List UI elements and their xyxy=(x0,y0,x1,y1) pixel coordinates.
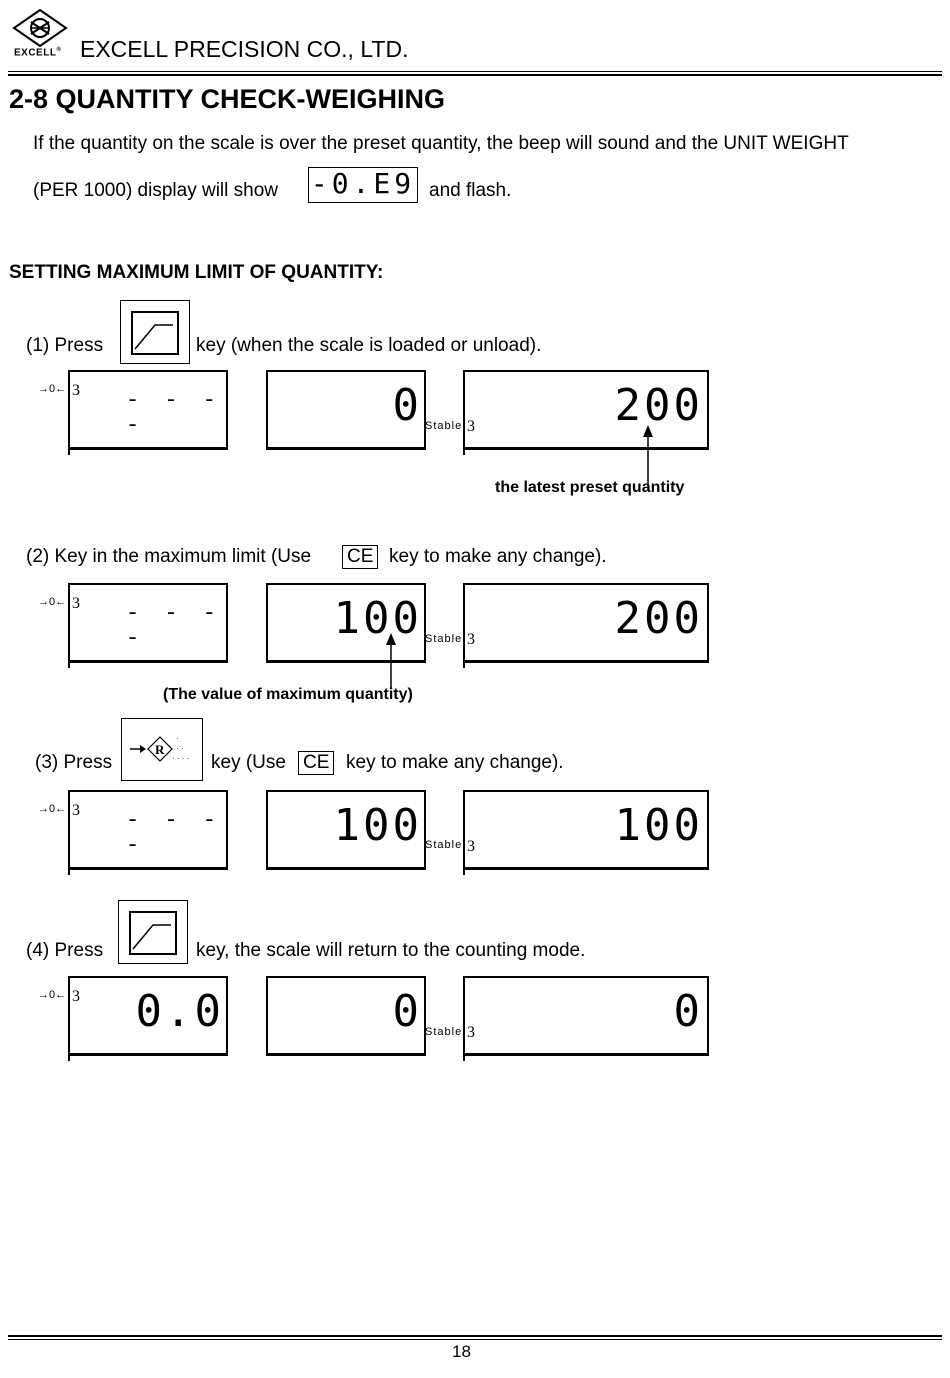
stable-indicator: Stable xyxy=(425,1026,463,1038)
indicator-three: 3 xyxy=(72,382,80,399)
stable-indicator: Stable xyxy=(425,420,463,432)
zero-indicator: →0← xyxy=(38,596,67,608)
lcd-value: 100 xyxy=(333,593,422,644)
intro-line-1: If the quantity on the scale is over the… xyxy=(33,133,849,154)
step-2-label: (2) Key in the maximum limit (Use xyxy=(26,546,312,567)
caption-latest-preset: the latest preset quantity xyxy=(495,479,685,496)
svg-text:·: · xyxy=(176,734,179,743)
lcd-count-2: 3 200 xyxy=(463,583,709,668)
zero-indicator: →0← xyxy=(38,989,67,1001)
lcd-value: 0 xyxy=(392,986,422,1037)
lcd-count-3: 3 100 xyxy=(463,790,709,875)
header-rule-thick xyxy=(8,74,942,76)
svg-text:· · · ·: · · · · xyxy=(172,754,189,763)
lcd-weight-1: 3 - - - - xyxy=(68,370,228,455)
logo-emblem-icon xyxy=(12,8,68,48)
ce-key[interactable]: CE xyxy=(298,751,335,775)
lcd-unit-weight-2: 100 xyxy=(266,583,426,663)
company-name: EXCELL PRECISION CO., LTD. xyxy=(80,36,409,62)
svg-text:R: R xyxy=(155,742,165,757)
step-1-label: (1) Press xyxy=(26,335,104,356)
preset-quantity-key-icon xyxy=(132,924,171,950)
indicator-three: 3 xyxy=(467,1024,475,1041)
pointer-arrow xyxy=(386,633,396,689)
lcd-value: 100 xyxy=(333,800,422,851)
preset-quantity-key-icon xyxy=(134,324,173,350)
step-3-text-end: key to make any change). xyxy=(346,752,564,773)
zero-indicator: →0← xyxy=(38,803,67,815)
lcd-weight-3: 3 - - - - xyxy=(68,790,228,875)
lcd-count-1: 3 200 xyxy=(463,370,709,455)
step-3-label: (3) Press xyxy=(35,752,113,773)
lcd-weight-4: 3 0.0 xyxy=(68,976,228,1061)
indicator-three: 3 xyxy=(467,838,475,855)
lcd-value: 0 xyxy=(673,986,703,1037)
ce-key[interactable]: CE xyxy=(342,545,379,569)
lcd-unit-weight-1: 0 xyxy=(266,370,426,450)
section-title: 2-8 QUANTITY CHECK-WEIGHING xyxy=(9,84,446,114)
stable-indicator: Stable xyxy=(425,633,463,645)
step-4-text: key, the scale will return to the counti… xyxy=(196,940,586,961)
lcd-value: 0.0 xyxy=(135,986,224,1037)
svg-text:· ·: · · xyxy=(176,744,184,753)
lcd-unit-weight-3: 100 xyxy=(266,790,426,870)
intro-line-2-end: and flash. xyxy=(429,180,512,201)
lcd-dashes: - - - - xyxy=(126,601,223,651)
company-logo xyxy=(12,8,68,60)
lcd-count-4: 3 0 xyxy=(463,976,709,1061)
stable-indicator: Stable xyxy=(425,839,463,851)
lcd-weight-2: 3 - - - - xyxy=(68,583,228,668)
memory-recall-key[interactable]: R · · · · · · · xyxy=(121,718,203,781)
indicator-three: 3 xyxy=(72,988,80,1005)
logo-text: EXCELL® xyxy=(14,47,62,59)
subheading: SETTING MAXIMUM LIMIT OF QUANTITY: xyxy=(9,262,384,283)
indicator-three: 3 xyxy=(72,595,80,612)
lcd-value: 200 xyxy=(614,593,703,644)
step-1-text: key (when the scale is loaded or unload)… xyxy=(196,335,542,356)
lcd-dashes: - - - - xyxy=(126,388,223,438)
indicator-three: 3 xyxy=(72,802,80,819)
lcd-value: 100 xyxy=(614,800,703,851)
flash-display: -0.E9 xyxy=(308,167,418,203)
indicator-three: 3 xyxy=(467,418,475,435)
zero-indicator: →0← xyxy=(38,383,67,395)
footer-rule xyxy=(8,1339,942,1340)
lcd-value: 0 xyxy=(392,380,422,431)
memory-recall-key-icon: R · · · · · · · xyxy=(130,734,189,763)
intro-line-2: (PER 1000) display will show xyxy=(33,180,278,201)
preset-quantity-key[interactable] xyxy=(118,900,188,964)
caption-maximum-quantity: (The value of maximum quantity) xyxy=(163,686,413,703)
step-3-text: key (Use xyxy=(211,752,286,773)
pointer-arrow xyxy=(643,425,653,485)
preset-quantity-key[interactable] xyxy=(120,300,190,364)
footer-rule-thick xyxy=(8,1335,942,1337)
header-rule xyxy=(8,71,942,72)
lcd-dashes: - - - - xyxy=(126,808,223,858)
lcd-unit-weight-4: 0 xyxy=(266,976,426,1056)
step-2-text: key to make any change). xyxy=(389,546,607,567)
indicator-three: 3 xyxy=(467,631,475,648)
page-number: 18 xyxy=(452,1342,471,1361)
lcd-value: 200 xyxy=(614,380,703,431)
step-4-label: (4) Press xyxy=(26,940,104,961)
